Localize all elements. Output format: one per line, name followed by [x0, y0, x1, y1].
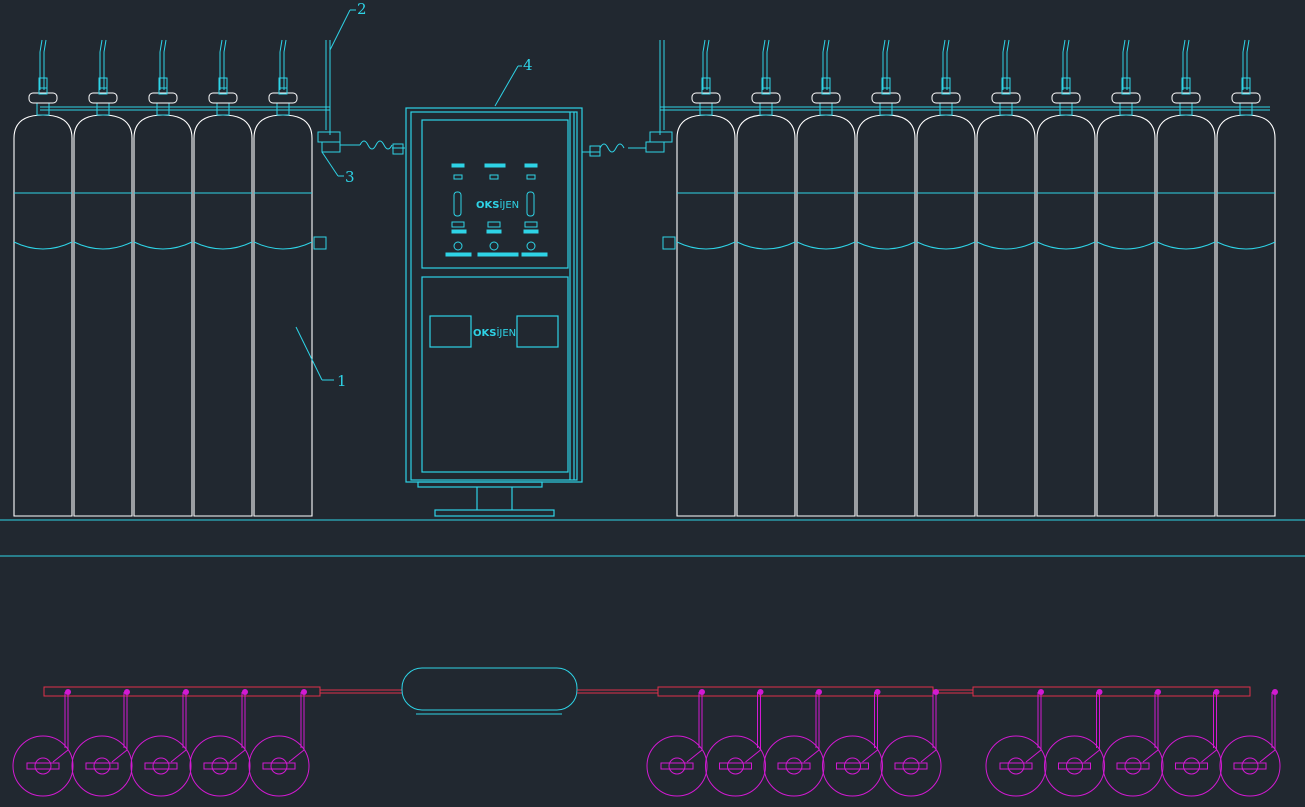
- left-cylinder-4: [193, 39, 253, 517]
- left-header-manifold: [40, 40, 405, 155]
- plan-right-manifold-bar-b: [972, 686, 1251, 697]
- left-plan-cylinder-2: [71, 689, 133, 797]
- plan-cabinet: [401, 667, 578, 711]
- right-plan-cylinder-7: [1044, 689, 1105, 797]
- right-header-manifold: [582, 40, 1270, 157]
- plan-view: [43, 667, 1251, 715]
- right-plan-cylinder-9: [1161, 689, 1222, 797]
- right-cylinder-4: [856, 39, 916, 517]
- panel-regulators: [445, 163, 548, 257]
- right-cylinder-7: [1036, 39, 1096, 517]
- right-cylinder-8: [1096, 39, 1156, 517]
- right-plan-cylinder-8: [1102, 689, 1164, 797]
- left-cylinder-bank: [13, 39, 313, 517]
- callout-leaders: [295, 9, 522, 381]
- right-cylinder-10: [1216, 39, 1276, 517]
- panel-brand-upper: OKSİJEN: [476, 198, 519, 211]
- left-bank-tag: [313, 236, 327, 250]
- left-plan-cylinder-5: [248, 689, 310, 797]
- lower-cabinet-door: [421, 276, 569, 473]
- right-cylinder-9: [1156, 39, 1216, 517]
- callout-3: 3: [345, 168, 355, 186]
- right-cylinder-2: [736, 39, 796, 517]
- left-display-window: [429, 315, 472, 348]
- left-cylinder-1: [13, 39, 73, 517]
- callout-1: 1: [337, 372, 347, 390]
- right-cylinder-1: [676, 39, 736, 517]
- door-brand-lower: OKSİJEN: [473, 326, 516, 339]
- right-plan-cylinder-5: [880, 689, 942, 797]
- right-plan-cylinder-2: [705, 689, 766, 797]
- right-plan-cylinder-1: [646, 689, 708, 797]
- right-cylinder-6: [976, 39, 1036, 517]
- upper-control-panel: [421, 119, 569, 269]
- control-cabinet: [405, 107, 583, 517]
- right-cylinder-bank: [676, 39, 1276, 517]
- left-cylinder-5: [253, 39, 313, 517]
- right-cylinder-5: [916, 39, 976, 517]
- right-cylinder-3: [796, 39, 856, 517]
- right-plan-cylinder-4: [822, 689, 883, 797]
- right-bank-tag: [662, 236, 676, 250]
- left-cylinder-2: [73, 39, 133, 517]
- callout-2: 2: [357, 0, 367, 18]
- plan-right-manifold-bar-a: [657, 686, 934, 697]
- left-plan-cylinder-4: [189, 689, 251, 797]
- left-plan-cylinder-1: [12, 689, 74, 797]
- plan-left-manifold-bar: [43, 686, 321, 697]
- right-plan-cylinder-3: [763, 689, 825, 797]
- left-cylinder-3: [133, 39, 193, 517]
- right-plan-cylinder-10: [1219, 689, 1281, 797]
- left-plan-cylinder-3: [130, 689, 192, 797]
- plan-cylinders: [12, 689, 1281, 797]
- right-plan-cylinder-6: [985, 689, 1047, 797]
- right-display-window: [516, 315, 559, 348]
- cabinet-base: [434, 509, 555, 517]
- callout-4: 4: [523, 56, 533, 74]
